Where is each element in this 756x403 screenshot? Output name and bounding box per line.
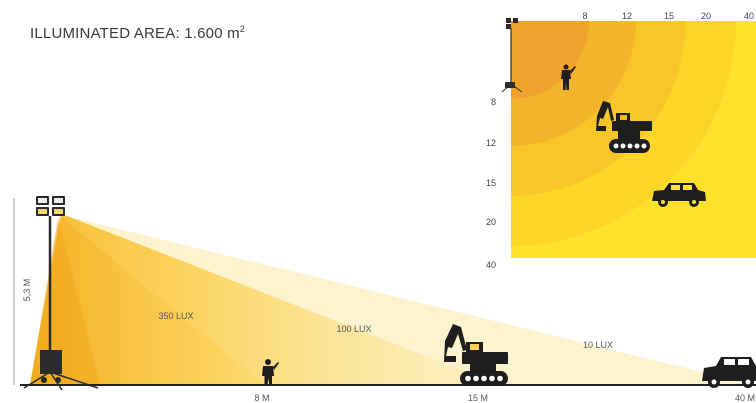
ground-distance-label: 40 M <box>735 393 755 403</box>
plan-view-map: 8 12 15 20 40 8 12 15 20 40 <box>486 11 756 270</box>
person-icon <box>262 359 279 384</box>
car-icon <box>702 357 756 388</box>
tower-height-label: 5,3 M <box>22 279 32 302</box>
map-top-tick: 15 <box>664 11 674 21</box>
excavator-icon <box>596 101 652 153</box>
person-icon <box>561 64 576 90</box>
lux-label-100: 100 LUX <box>336 324 371 334</box>
map-top-tick: 20 <box>701 11 711 21</box>
lux-label-10: 10 LUX <box>583 340 613 350</box>
ground-distance-label: 15 M <box>468 393 488 403</box>
ground-distance-label: 8 M <box>254 393 269 403</box>
beam-core <box>30 218 100 385</box>
illuminated-area-text: ILLUMINATED AREA: 1.600 m <box>30 25 240 42</box>
map-left-tick: 20 <box>486 217 496 227</box>
car-icon <box>652 183 706 207</box>
map-left-tick: 40 <box>486 260 496 270</box>
lux-label-350: 350 LUX <box>158 311 193 321</box>
map-top-tick: 8 <box>582 11 587 21</box>
map-top-tick: 12 <box>622 11 632 21</box>
map-left-tick: 8 <box>491 97 496 107</box>
map-left-tick: 15 <box>486 178 496 188</box>
map-left-tick: 12 <box>486 138 496 148</box>
excavator-icon <box>444 324 508 386</box>
illuminated-area-title: ILLUMINATED AREA: 1.600 m2 <box>30 24 245 42</box>
light-tower-icon <box>501 18 523 93</box>
light-tower-icon <box>23 196 99 391</box>
zone-1 <box>511 21 589 99</box>
illuminated-area-unit-sup: 2 <box>239 24 246 34</box>
side-elevation-view: 5,3 M 350 LUX 100 LUX 10 LUX 8 M 15 M 40… <box>13 196 756 403</box>
map-top-tick: 40 <box>744 11 754 21</box>
